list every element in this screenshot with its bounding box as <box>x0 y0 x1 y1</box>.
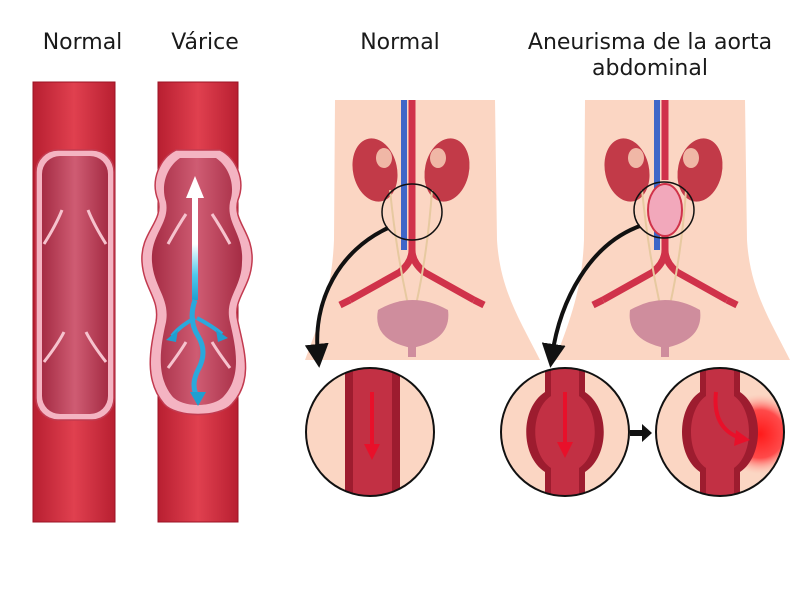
detail-rupture <box>655 367 785 497</box>
detail-aneurysm <box>500 367 630 497</box>
zoom-ring-normal <box>381 183 443 241</box>
normal-abdomen <box>304 100 540 368</box>
label-aneurysm-line1: Aneurisma de la aorta <box>527 30 773 55</box>
aneurysm-abdomen <box>541 100 790 368</box>
progression-arrow <box>630 424 652 442</box>
label-aneurysm: Aneurisma de la aorta abdominal <box>505 30 795 82</box>
reflux-arrow <box>166 176 228 406</box>
zoom-ring-aneurysm <box>633 181 695 239</box>
aneurysm-bulge <box>647 183 683 237</box>
label-aneurysm-line2: abdominal <box>592 56 708 81</box>
varicose-vein <box>141 81 253 523</box>
detail-normal-aorta <box>305 367 435 497</box>
label-normal-aorta: Normal <box>360 30 440 55</box>
label-varice: Várice <box>171 30 239 55</box>
normal-vein <box>32 81 116 523</box>
label-normal-vein: Normal <box>42 30 123 55</box>
